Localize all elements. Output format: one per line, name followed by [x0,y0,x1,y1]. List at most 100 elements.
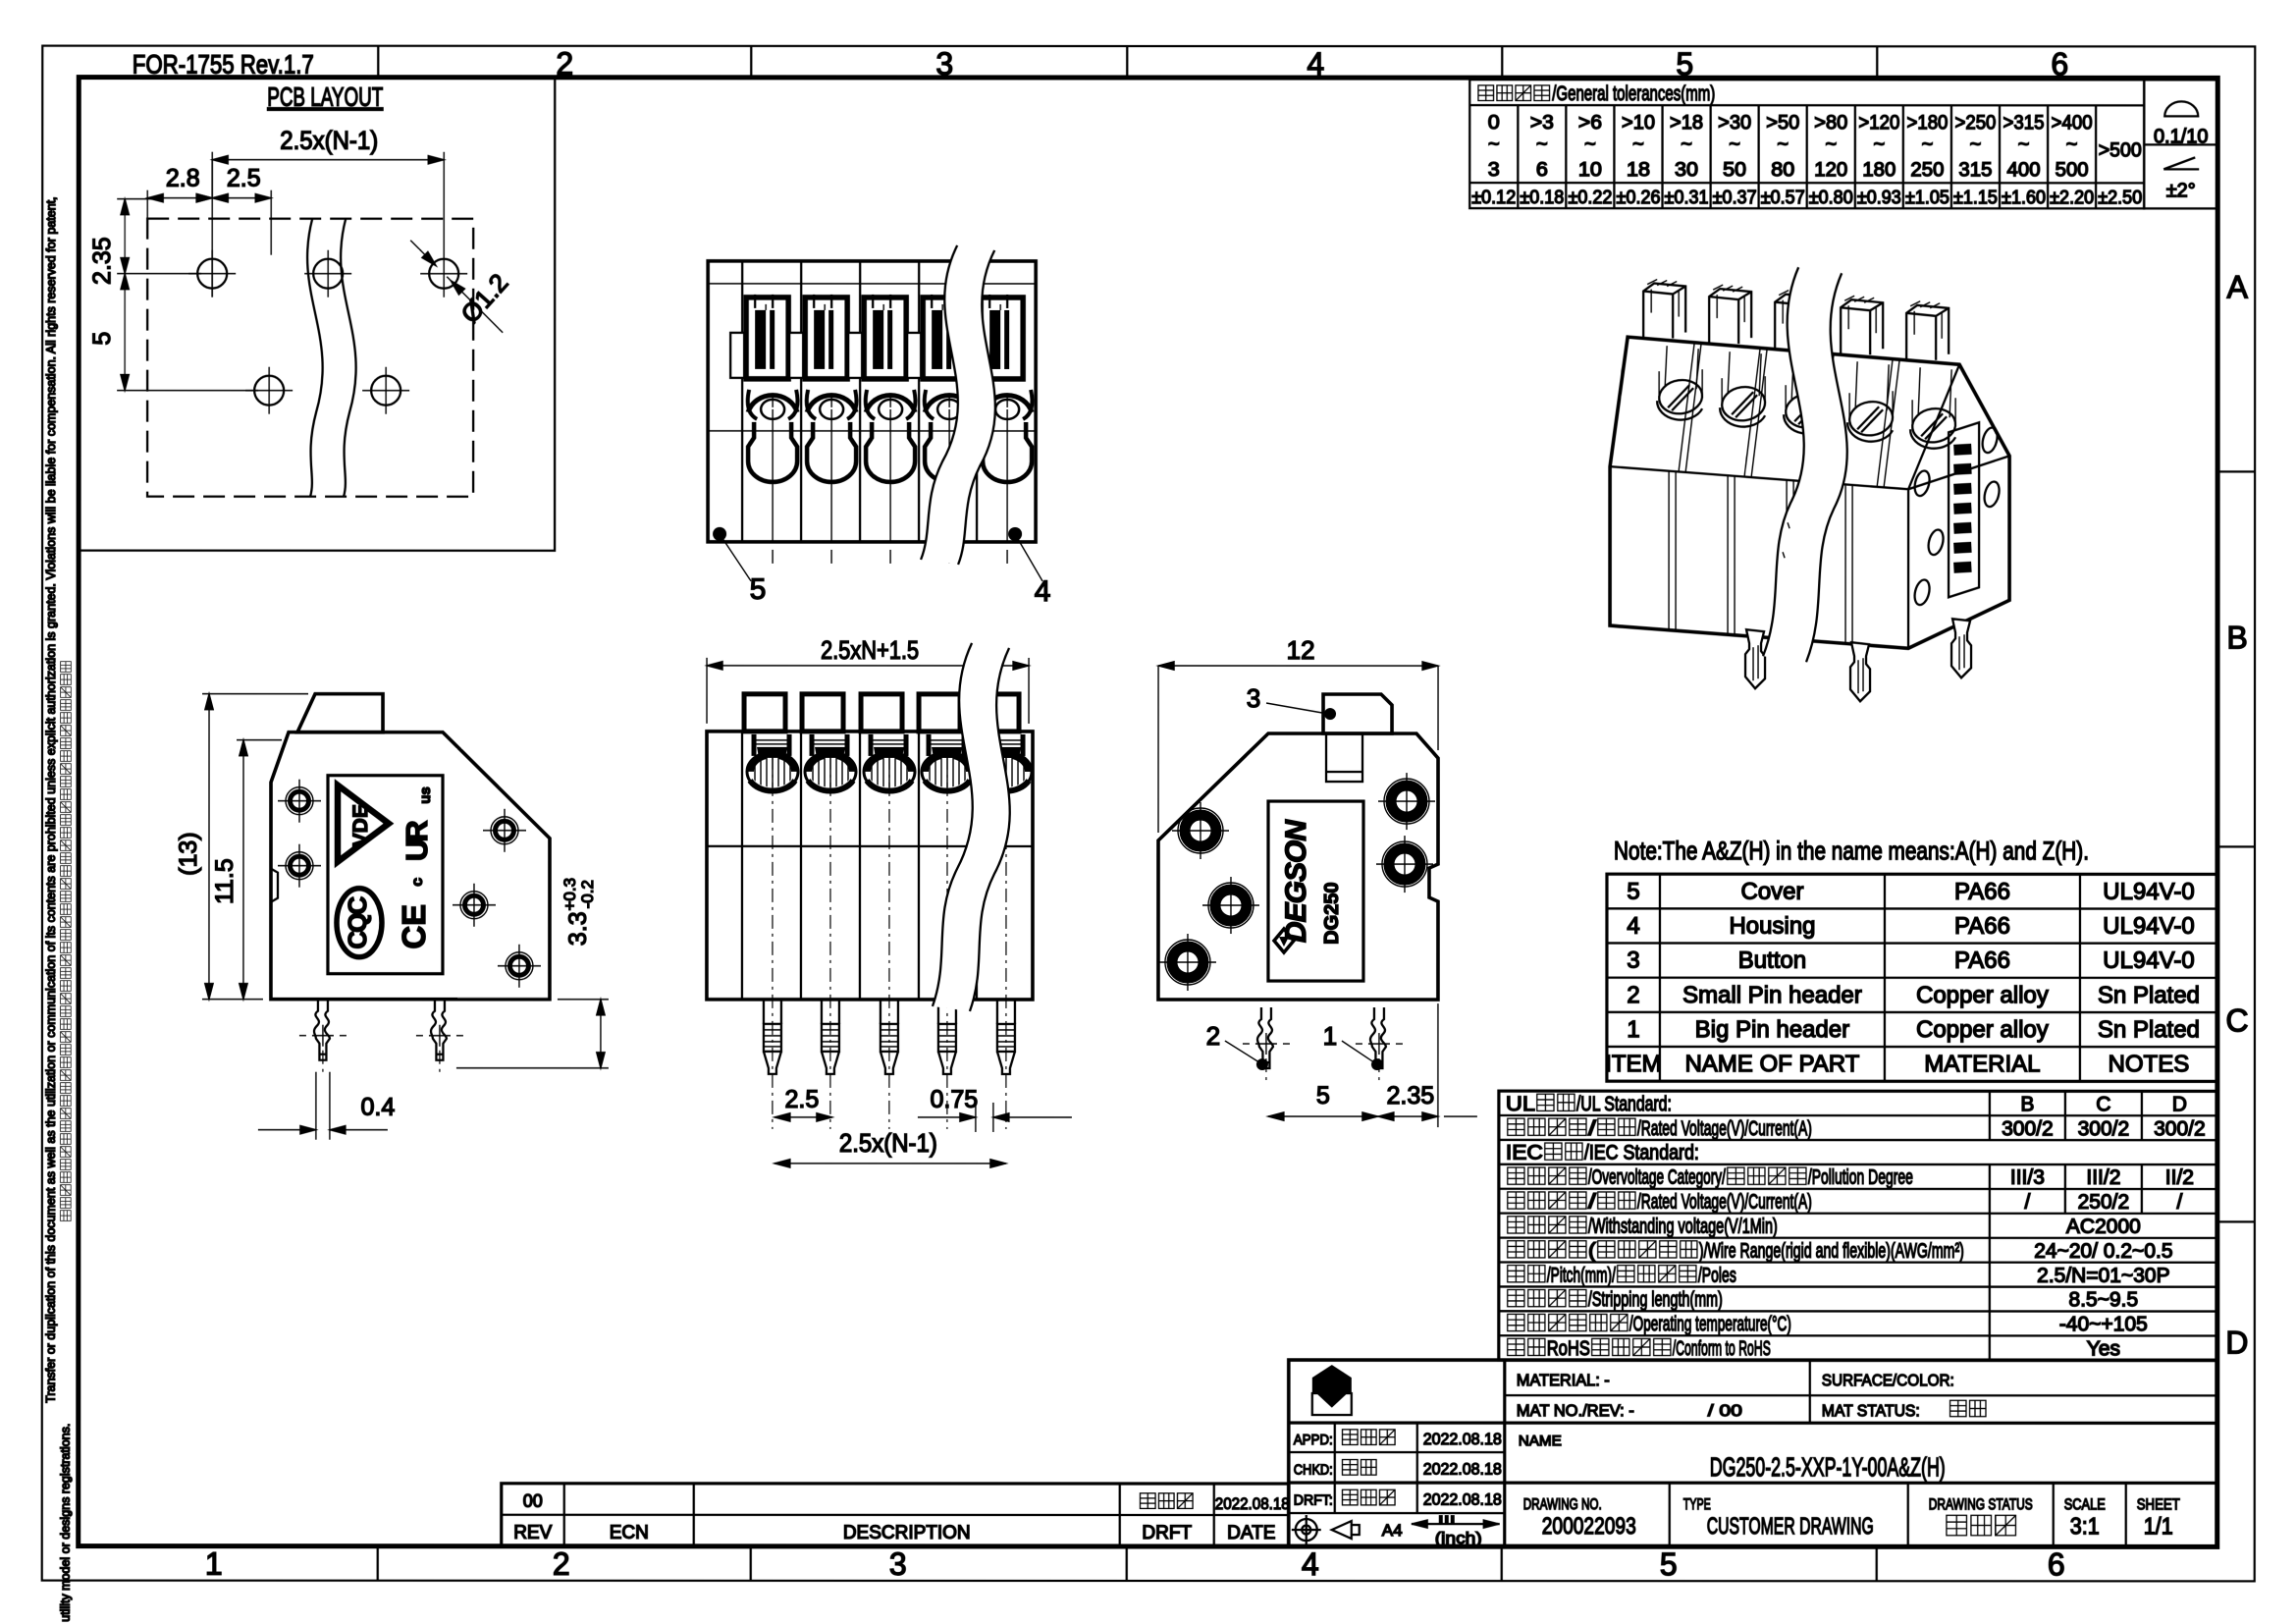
svg-text:4: 4 [1307,46,1324,81]
svg-text:5: 5 [1660,1546,1678,1582]
svg-text:Copper alloy: Copper alloy [1916,982,2049,1008]
svg-text:DRAWING NO.: DRAWING NO. [1523,1496,1602,1513]
svg-text:II/2: II/2 [2165,1166,2194,1189]
svg-text:2022.08.18: 2022.08.18 [1423,1460,1502,1479]
svg-text:>50: >50 [1766,112,1799,134]
svg-text:12: 12 [1287,635,1315,665]
svg-text:±1.05: ±1.05 [1905,188,1949,208]
svg-text:Yes: Yes [2087,1337,2120,1360]
svg-text:±0.57: ±0.57 [1761,188,1805,208]
svg-text:1: 1 [1627,1016,1639,1043]
svg-text:2.35: 2.35 [1387,1082,1435,1110]
svg-text:4: 4 [1627,913,1639,940]
svg-text:250/2: 250/2 [2078,1191,2130,1214]
svg-text:10: 10 [1578,159,1602,181]
svg-text:>500: >500 [2099,139,2142,161]
svg-text:/: / [2024,1191,2030,1214]
svg-text:UL94V-0: UL94V-0 [2103,879,2194,905]
svg-text:±2.20: ±2.20 [2050,188,2094,208]
svg-text:CQC: CQC [343,896,372,949]
svg-text:DRFT: DRFT [1142,1523,1192,1543]
svg-text:2.5x(N-1): 2.5x(N-1) [280,126,378,155]
svg-text:Sn Plated: Sn Plated [2098,1016,2200,1043]
svg-text:>315: >315 [2003,112,2045,134]
svg-text:/Conform to RoHS: /Conform to RoHS [1673,1337,1771,1360]
svg-text:>30: >30 [1718,112,1751,134]
svg-text:±1.15: ±1.15 [1953,188,1998,208]
svg-text:NOTES: NOTES [2109,1051,2190,1077]
svg-text:(inch): (inch) [1435,1529,1482,1547]
svg-text:2022.08.18: 2022.08.18 [1215,1494,1290,1513]
svg-text:Housing: Housing [1729,913,1815,940]
svg-text:300/2: 300/2 [2002,1117,2054,1140]
svg-text:DEGSON: DEGSON [1280,819,1312,943]
svg-text:2022.08.18: 2022.08.18 [1423,1430,1502,1448]
svg-text:~: ~ [2018,134,2030,155]
svg-text:~: ~ [1825,134,1837,155]
svg-text:>6: >6 [1578,112,1602,134]
svg-text:0.75: 0.75 [931,1086,979,1113]
svg-text:UL94V-0: UL94V-0 [2103,947,2194,974]
svg-text:>18: >18 [1670,112,1703,134]
svg-text:24~20/ 0.2~0.5: 24~20/ 0.2~0.5 [2034,1240,2172,1263]
svg-text:11.5: 11.5 [211,858,239,904]
svg-text:ECN: ECN [610,1523,649,1543]
svg-text:CUSTOMER DRAWING: CUSTOMER DRAWING [1707,1513,1874,1540]
svg-text:3: 3 [889,1546,907,1582]
svg-text:3: 3 [1627,947,1639,974]
svg-text:~: ~ [1488,134,1500,155]
svg-text:2.5xN+1.5: 2.5xN+1.5 [821,635,919,665]
svg-text:~: ~ [1681,134,1692,155]
svg-text:VDE: VDE [349,804,372,846]
svg-text:2.5x(N-1): 2.5x(N-1) [839,1128,937,1158]
svg-text:DATE: DATE [1227,1523,1275,1543]
svg-text:300/2: 300/2 [2078,1117,2130,1140]
svg-text:2.5: 2.5 [227,165,261,192]
svg-text:/General tolerances(mm): /General tolerances(mm) [1552,82,1715,105]
svg-text:-40~+105: -40~+105 [2059,1313,2148,1335]
svg-text:PA66: PA66 [1954,879,2010,905]
svg-text:~: ~ [1584,134,1596,155]
svg-text:Copper alloy: Copper alloy [1916,1016,2049,1043]
svg-text:Small Pin header: Small Pin header [1682,982,1862,1008]
svg-text:/UL Standard:: /UL Standard: [1576,1093,1672,1115]
svg-text:±0.26: ±0.26 [1617,188,1661,208]
svg-text:180: 180 [1862,159,1896,181]
svg-text:REV: REV [513,1523,552,1543]
svg-text:2.35: 2.35 [88,237,116,285]
svg-text:30: 30 [1675,159,1698,181]
svg-text:PA66: PA66 [1954,947,2010,974]
svg-text:>400: >400 [2052,112,2093,134]
svg-text:CHKD:: CHKD: [1294,1462,1333,1479]
svg-text:III/3: III/3 [2010,1166,2045,1189]
svg-text:c: c [409,878,426,887]
svg-text:A: A [2227,269,2249,304]
svg-text:TYPE: TYPE [1683,1496,1711,1513]
svg-text:±0.22: ±0.22 [1568,188,1612,208]
svg-text:~: ~ [1922,134,1934,155]
svg-text:Button: Button [1738,947,1806,974]
svg-text:>80: >80 [1814,112,1847,134]
svg-text:±2°: ±2° [2166,180,2196,201]
svg-text:0: 0 [1488,112,1500,134]
svg-text:~: ~ [1873,134,1885,155]
svg-text:5: 5 [1676,46,1693,81]
svg-text:C: C [2225,1002,2248,1038]
svg-text:3: 3 [1488,159,1500,181]
svg-text:~: ~ [1729,134,1740,155]
svg-text:>180: >180 [1906,112,1948,134]
svg-text:/Pitch(mm)/: /Pitch(mm)/ [1547,1264,1616,1286]
svg-text:/: / [2176,1191,2182,1214]
svg-text:/Rated Voltage(V)/Current(A): /Rated Voltage(V)/Current(A) [1637,1191,1812,1214]
svg-text:2: 2 [553,1546,570,1582]
svg-text:250: 250 [1910,159,1944,181]
svg-text:400: 400 [2007,159,2041,181]
svg-text:±2.50: ±2.50 [2098,188,2142,208]
svg-text:(13): (13) [175,832,202,875]
svg-text:80: 80 [1771,159,1794,181]
svg-text:18: 18 [1627,159,1650,181]
svg-text:DG250-2.5-XXP-1Y-00A&Z(H): DG250-2.5-XXP-1Y-00A&Z(H) [1710,1452,1946,1482]
svg-text:IEC: IEC [1506,1142,1543,1164]
svg-text:~: ~ [1536,134,1548,155]
svg-text:D: D [2225,1325,2248,1360]
